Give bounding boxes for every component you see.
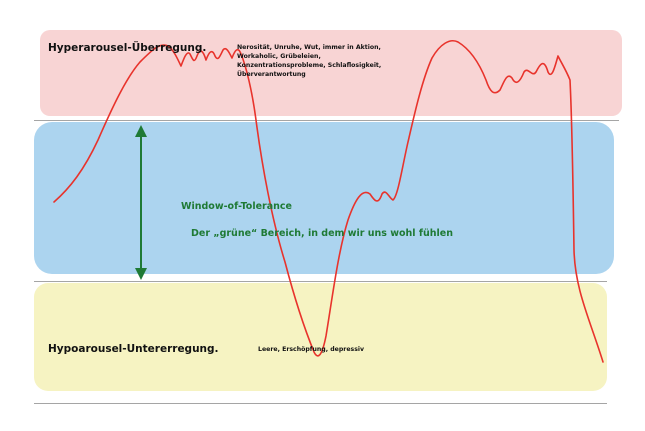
hyperarousal-zone	[40, 30, 622, 116]
divider-middle	[34, 281, 607, 282]
arrow-up-head	[135, 125, 147, 137]
arousal-curve	[53, 40, 604, 363]
arrow-down-head	[135, 268, 147, 280]
hyperarousal-description: Nerosität, Unruhe, Wut, immer in Aktion,…	[237, 44, 382, 78]
window-of-tolerance-title: Window-of-Tolerance	[181, 201, 292, 212]
hypoarousal-title: Hypoarousel-Untererregung.	[48, 343, 219, 355]
hyperarousal-title: Hyperarousel-Überregung.	[48, 42, 207, 54]
hypoarousal-description: Leere, Erschöpfung, depressiv	[258, 346, 365, 353]
window-of-tolerance-subtitle: Der „grüne“ Bereich, in dem wir uns wohl…	[191, 228, 453, 239]
hypoarousal-zone	[34, 283, 607, 391]
divider-top	[34, 120, 619, 121]
divider-bottom	[34, 403, 607, 404]
window-of-tolerance-zone	[34, 122, 614, 274]
